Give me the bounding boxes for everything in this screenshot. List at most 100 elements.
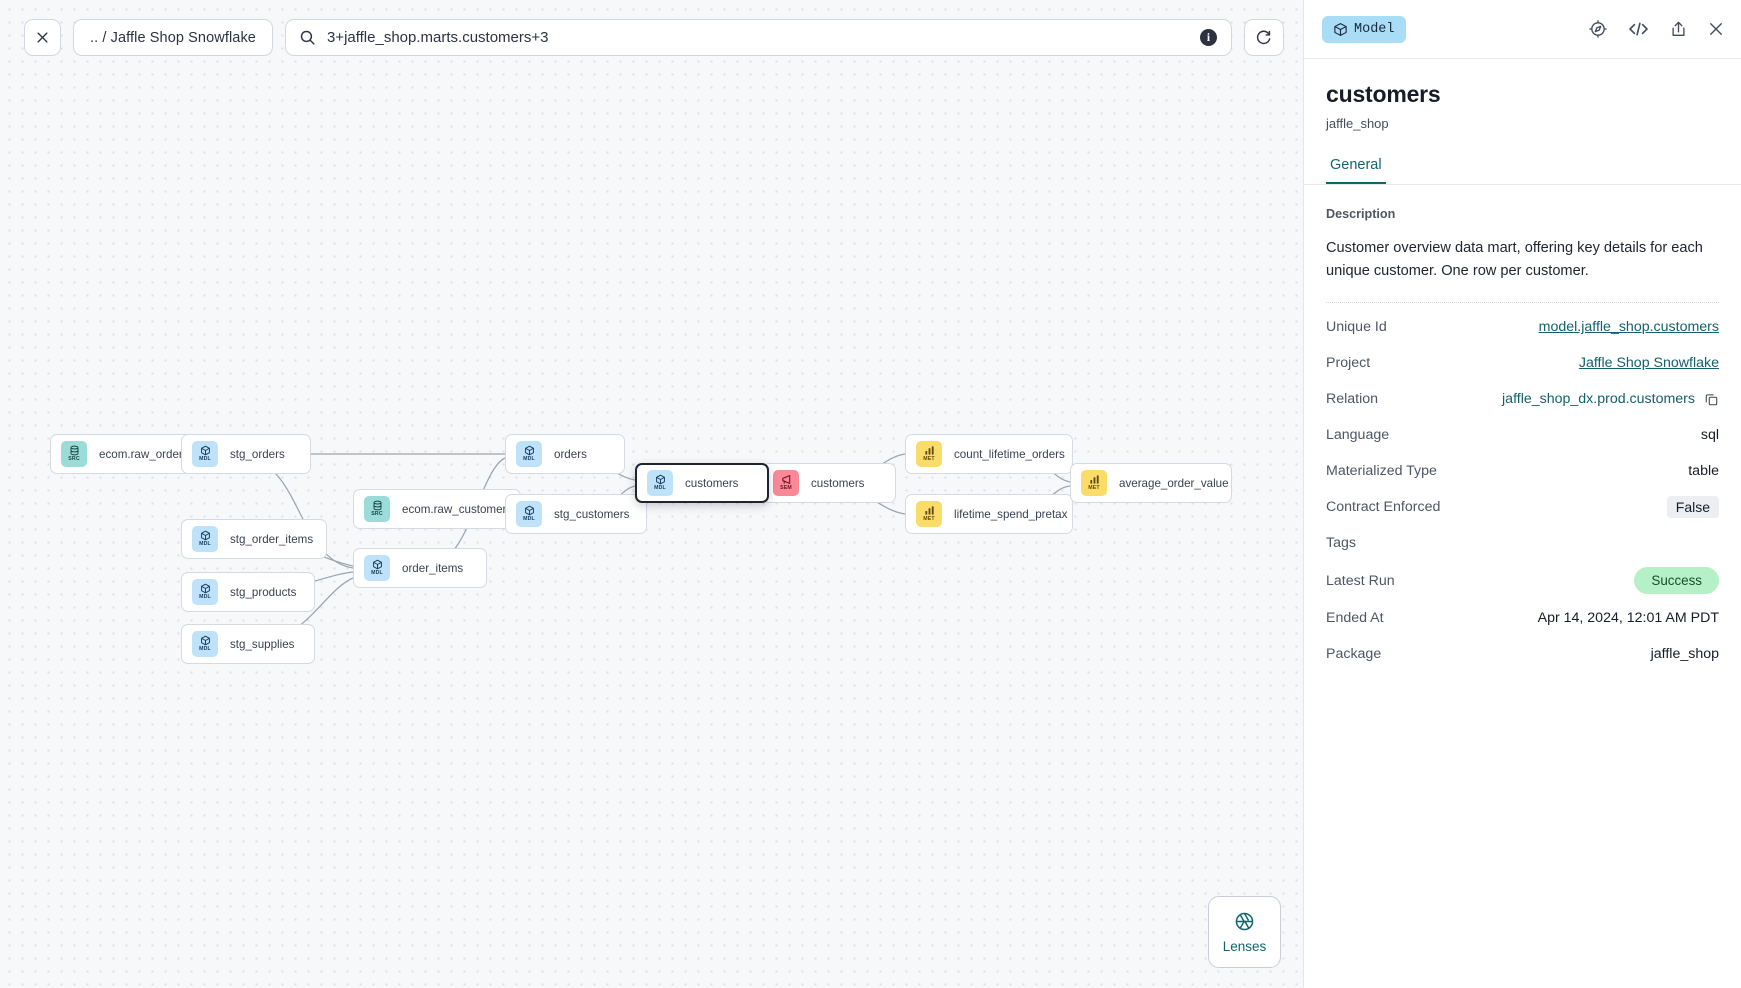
page-title: customers [1326,81,1441,107]
detail-key: Ended At [1326,610,1384,627]
detail-row: Package jaffle_shop [1326,636,1719,672]
description-label: Description [1326,207,1396,221]
detail-value-wrap: Jaffle Shop Snowflake [1579,355,1719,371]
panel-actions [1588,19,1725,39]
close-icon [37,32,48,43]
node-type-badge[interactable]: Model [1322,15,1406,43]
src-node-icon: SRC [364,496,390,522]
mdl-node-icon: MDL [364,555,390,581]
lineage-node-order_items[interactable]: MDL order_items [353,548,487,588]
lineage-node-label: order_items [402,561,464,575]
details-panel: Model [1303,0,1741,988]
search-input[interactable]: 3+jaffle_shop.marts.customers+3 i [284,19,1232,56]
detail-row: Ended At Apr 14, 2024, 12:01 AM PDT [1326,600,1719,636]
status-chip: False [1666,496,1719,519]
detail-key: Contract Enforced [1326,499,1441,516]
info-icon[interactable]: i [1199,29,1217,46]
detail-key: Materialized Type [1326,463,1437,480]
lineage-node-average_order_value[interactable]: MET average_order_value [1070,463,1232,503]
detail-value-wrap: table [1688,463,1719,479]
detail-key: Package [1326,646,1382,663]
lineage-node-stg_orders[interactable]: MDL stg_orders [181,434,311,474]
code-icon[interactable] [1627,19,1650,39]
detail-value: jaffle_shop [1650,646,1719,663]
src-node-icon: SRC [61,441,87,467]
lineage-node-label: ecom.raw_customers [402,502,513,516]
close-lineage-button[interactable] [24,19,61,56]
detail-value-wrap: Success [1634,567,1719,595]
detail-key: Relation [1326,391,1379,408]
met-node-icon: MET [916,501,942,527]
panel-tabs: General [1304,157,1741,185]
share-icon[interactable] [1669,20,1688,39]
detail-key: Latest Run [1326,572,1395,589]
detail-value: sql [1700,427,1719,444]
detail-value-wrap: jaffle_shop_dx.prod.customers [1502,391,1719,407]
refresh-icon [1257,30,1271,45]
section-divider [1326,302,1719,304]
mdl-node-icon: MDL [516,441,542,467]
node-type-label: Model [1354,21,1395,37]
breadcrumb-label: .. / Jaffle Shop Snowflake [90,29,256,46]
detail-value-wrap: sql [1701,427,1719,443]
lineage-node-label: customers [811,476,865,490]
detail-value-wrap: jaffle_shop [1651,646,1719,662]
description-text: Customer overview data mart, offering ke… [1326,240,1703,279]
mdl-node-icon: MDL [192,526,218,552]
met-node-icon: MET [1081,470,1107,496]
detail-value-link[interactable]: jaffle_shop_dx.prod.customers [1502,391,1695,408]
breadcrumb[interactable]: .. / Jaffle Shop Snowflake [73,19,273,56]
detail-value: table [1688,463,1719,480]
close-panel-icon[interactable] [1707,20,1725,38]
lineage-node-label: stg_orders [230,447,285,461]
detail-value-link[interactable]: model.jaffle_shop.customers [1538,319,1719,336]
mdl-node-icon: MDL [647,470,673,496]
lineage-canvas[interactable]: .. / Jaffle Shop Snowflake 3+jaffle_shop… [0,0,1303,988]
canvas-toolbar: .. / Jaffle Shop Snowflake 3+jaffle_shop… [24,19,1284,56]
detail-key: Tags [1326,535,1356,552]
panel-header: Model [1304,0,1741,59]
search-query: 3+jaffle_shop.marts.customers+3 [326,29,549,46]
search-icon [300,30,315,45]
compass-icon[interactable] [1588,19,1608,39]
detail-value-link[interactable]: Jaffle Shop Snowflake [1578,355,1719,372]
detail-row: Relation jaffle_shop_dx.prod.customers [1326,381,1719,417]
panel-subtitle: jaffle_shop [1326,116,1389,131]
lenses-button[interactable]: Lenses [1208,896,1281,968]
panel-body: Description Customer overview data mart,… [1304,185,1741,988]
tab-general[interactable]: General [1326,157,1386,184]
lineage-node-label: ecom.raw_orders [99,447,189,461]
lineage-node-label: count_lifetime_orders [954,447,1065,461]
panel-title-section: customers jaffle_shop [1304,59,1741,131]
aperture-icon [1235,912,1254,930]
detail-row: Tags [1326,525,1719,561]
mdl-node-icon: MDL [192,631,218,657]
copy-icon[interactable] [1704,392,1719,407]
detail-key: Language [1326,427,1390,444]
lineage-node-stg_supplies[interactable]: MDL stg_supplies [181,624,315,664]
lineage-node-label: stg_supplies [230,637,295,651]
lineage-node-label: average_order_value [1119,476,1229,490]
detail-row: Contract Enforced False [1326,489,1719,525]
lineage-node-ecom_raw_orders[interactable]: SRC ecom.raw_orders [50,434,200,474]
lineage-node-label: stg_order_items [230,532,314,546]
lineage-node-ecom_raw_customers[interactable]: SRC ecom.raw_customers [353,489,521,529]
lineage-node-stg_order_items[interactable]: MDL stg_order_items [181,519,327,559]
lineage-node-customers_sem[interactable]: SEM customers [762,463,896,503]
lineage-node-label: customers [685,476,739,490]
refresh-button[interactable] [1243,19,1284,56]
detail-value: Apr 14, 2024, 12:01 AM PDT [1537,610,1719,627]
sem-node-icon: SEM [773,470,799,496]
cube-icon [1334,22,1347,36]
detail-row: Latest Run Success [1326,561,1719,600]
lineage-node-customers_mdl[interactable]: MDL customers [635,463,769,503]
mdl-node-icon: MDL [192,441,218,467]
